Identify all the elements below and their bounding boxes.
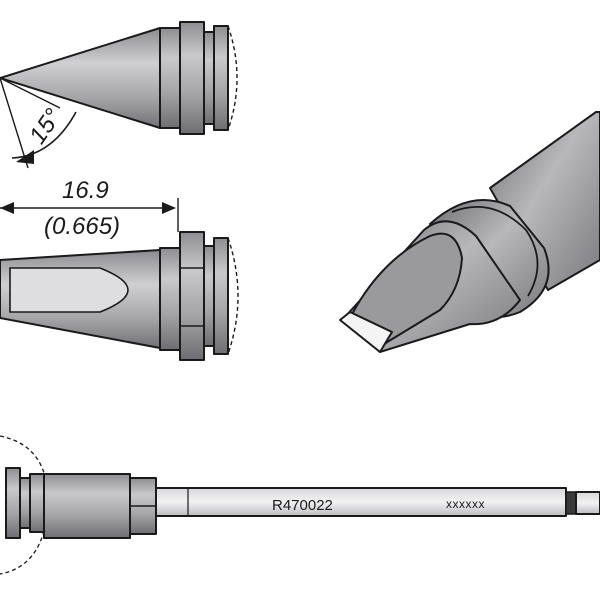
mid-flange-3 <box>203 245 215 347</box>
angle-ext-line-2 <box>0 77 61 109</box>
mid-flange-1 <box>159 247 181 351</box>
angle-ext-line-1 <box>0 77 29 169</box>
middle-view: 16.9 (0.665) <box>0 177 239 361</box>
bottom-view: R470022 xxxxxx <box>0 435 600 575</box>
bottom-ring-3 <box>29 473 45 533</box>
part-number: R470022 <box>272 497 333 514</box>
length-arrow-right <box>162 202 176 214</box>
part-marking: xxxxxx <box>446 497 485 511</box>
iso-flat <box>349 232 463 345</box>
bottom-ring-1 <box>5 467 21 539</box>
top-flange-3 <box>203 31 215 125</box>
top-flange-1 <box>159 27 181 129</box>
mid-flange-2 <box>179 231 205 361</box>
isometric-view <box>339 111 600 353</box>
bottom-ring-2 <box>19 477 31 529</box>
angle-arc <box>11 111 77 159</box>
bottom-shaft-tail <box>575 491 600 515</box>
chisel-flat-face <box>9 267 129 313</box>
bottom-body <box>43 473 131 539</box>
top-break-line <box>227 25 238 131</box>
iso-tip-face <box>339 311 393 353</box>
mid-break-line <box>227 237 239 355</box>
top-flange-4 <box>213 25 229 131</box>
length-in-label: (0.665) <box>44 213 120 240</box>
length-arrow-left <box>0 202 14 214</box>
top-flange-2 <box>179 21 205 135</box>
top-view: 15° <box>0 21 238 169</box>
mid-flange-4 <box>213 237 229 355</box>
bottom-shaft-end <box>565 491 577 515</box>
angle-arrowhead <box>16 150 34 164</box>
iso-collar-ring <box>451 206 539 297</box>
length-mm-label: 16.9 <box>62 177 109 204</box>
top-cone <box>0 27 161 129</box>
angle-label: 15° <box>24 103 67 149</box>
bottom-shaft <box>155 487 567 517</box>
